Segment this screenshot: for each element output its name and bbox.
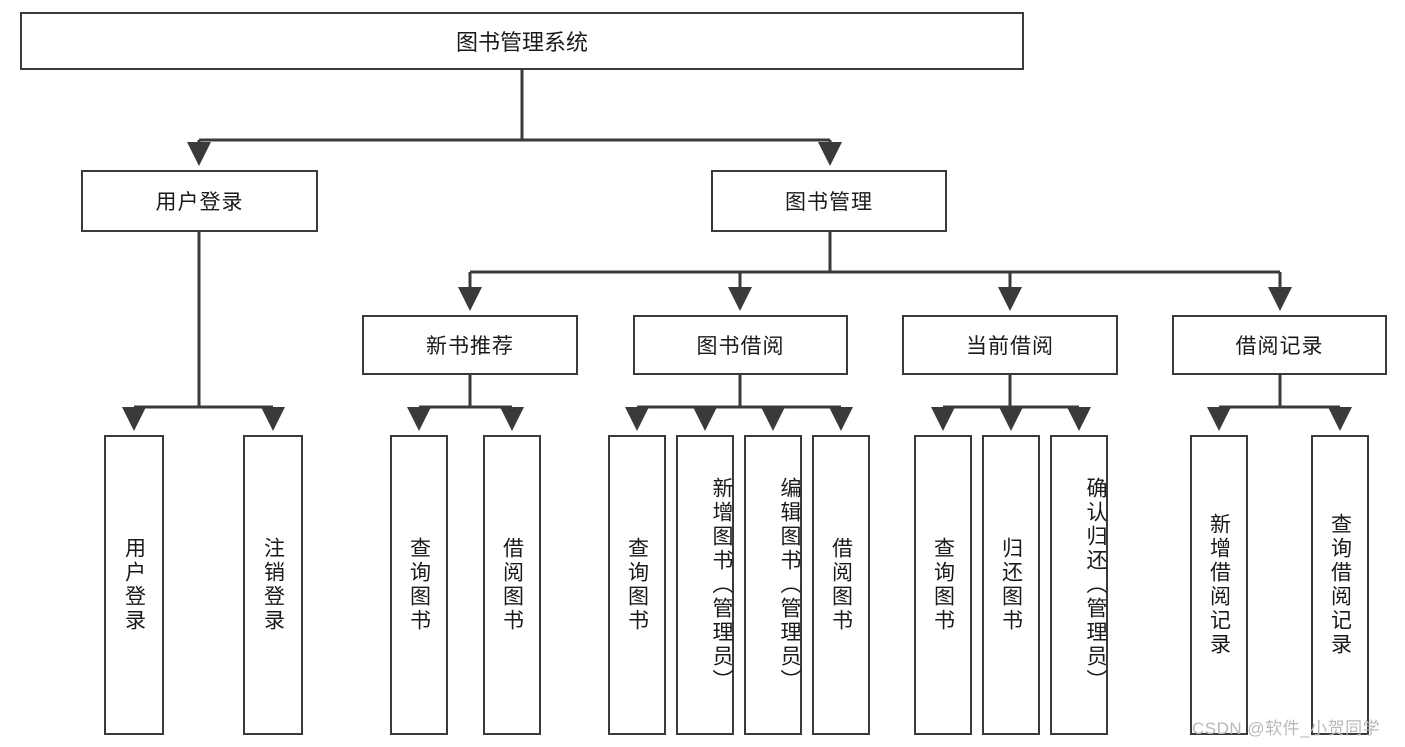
leaf-add-book-admin-label: 新增图书（管理员） bbox=[710, 477, 733, 693]
node-book-management-label: 图书管理 bbox=[785, 191, 873, 214]
node-borrow-records[interactable]: 借阅记录 bbox=[1172, 315, 1387, 375]
leaf-add-borrow-record[interactable]: 新增借阅记录 bbox=[1190, 435, 1248, 735]
node-current-borrow-label: 当前借阅 bbox=[966, 335, 1054, 358]
node-borrow-records-label: 借阅记录 bbox=[1235, 335, 1324, 358]
leaf-borrow-book[interactable]: 借阅图书 bbox=[812, 435, 870, 735]
leaf-edit-book-admin[interactable]: 编辑图书（管理员） bbox=[744, 435, 802, 735]
leaf-query-book-borrow-label: 查询图书 bbox=[625, 537, 649, 633]
leaf-query-book-current-label: 查询图书 bbox=[931, 537, 955, 633]
leaf-return-book-label: 归还图书 bbox=[999, 537, 1023, 633]
node-current-borrow[interactable]: 当前借阅 bbox=[902, 315, 1118, 375]
leaf-borrow-book-recommend[interactable]: 借阅图书 bbox=[483, 435, 541, 735]
leaf-query-book-recommend-label: 查询图书 bbox=[407, 537, 431, 633]
leaf-query-book-recommend[interactable]: 查询图书 bbox=[390, 435, 448, 735]
leaf-query-borrow-record[interactable]: 查询借阅记录 bbox=[1311, 435, 1369, 735]
node-book-borrow-label: 图书借阅 bbox=[696, 335, 785, 358]
node-new-book-recommend-label: 新书推荐 bbox=[426, 335, 514, 358]
leaf-add-borrow-record-label: 新增借阅记录 bbox=[1207, 513, 1231, 657]
leaf-confirm-return-admin[interactable]: 确认归还（管理员） bbox=[1050, 435, 1108, 735]
node-user-login[interactable]: 用户登录 bbox=[81, 170, 318, 232]
leaf-logout-login[interactable]: 注销登录 bbox=[243, 435, 303, 735]
node-root[interactable]: 图书管理系统 bbox=[20, 12, 1024, 70]
leaf-query-borrow-record-label: 查询借阅记录 bbox=[1328, 513, 1352, 657]
leaf-edit-book-admin-label: 编辑图书（管理员） bbox=[778, 477, 801, 693]
node-new-book-recommend[interactable]: 新书推荐 bbox=[362, 315, 578, 375]
leaf-query-book-current[interactable]: 查询图书 bbox=[914, 435, 972, 735]
node-book-borrow[interactable]: 图书借阅 bbox=[633, 315, 848, 375]
leaf-add-book-admin[interactable]: 新增图书（管理员） bbox=[676, 435, 734, 735]
leaf-return-book[interactable]: 归还图书 bbox=[982, 435, 1040, 735]
leaf-user-login[interactable]: 用户登录 bbox=[104, 435, 164, 735]
node-book-management[interactable]: 图书管理 bbox=[711, 170, 947, 232]
watermark: CSDN @软件_小贺同学 bbox=[1192, 719, 1381, 738]
leaf-borrow-book-label: 借阅图书 bbox=[829, 537, 853, 633]
leaf-query-book-borrow[interactable]: 查询图书 bbox=[608, 435, 666, 735]
leaf-user-login-label: 用户登录 bbox=[122, 537, 146, 633]
leaf-borrow-book-recommend-label: 借阅图书 bbox=[500, 537, 524, 633]
node-user-login-label: 用户登录 bbox=[155, 191, 244, 214]
leaf-confirm-return-admin-label: 确认归还（管理员） bbox=[1084, 477, 1107, 693]
leaf-logout-login-label: 注销登录 bbox=[261, 537, 285, 633]
node-root-label: 图书管理系统 bbox=[455, 30, 588, 55]
